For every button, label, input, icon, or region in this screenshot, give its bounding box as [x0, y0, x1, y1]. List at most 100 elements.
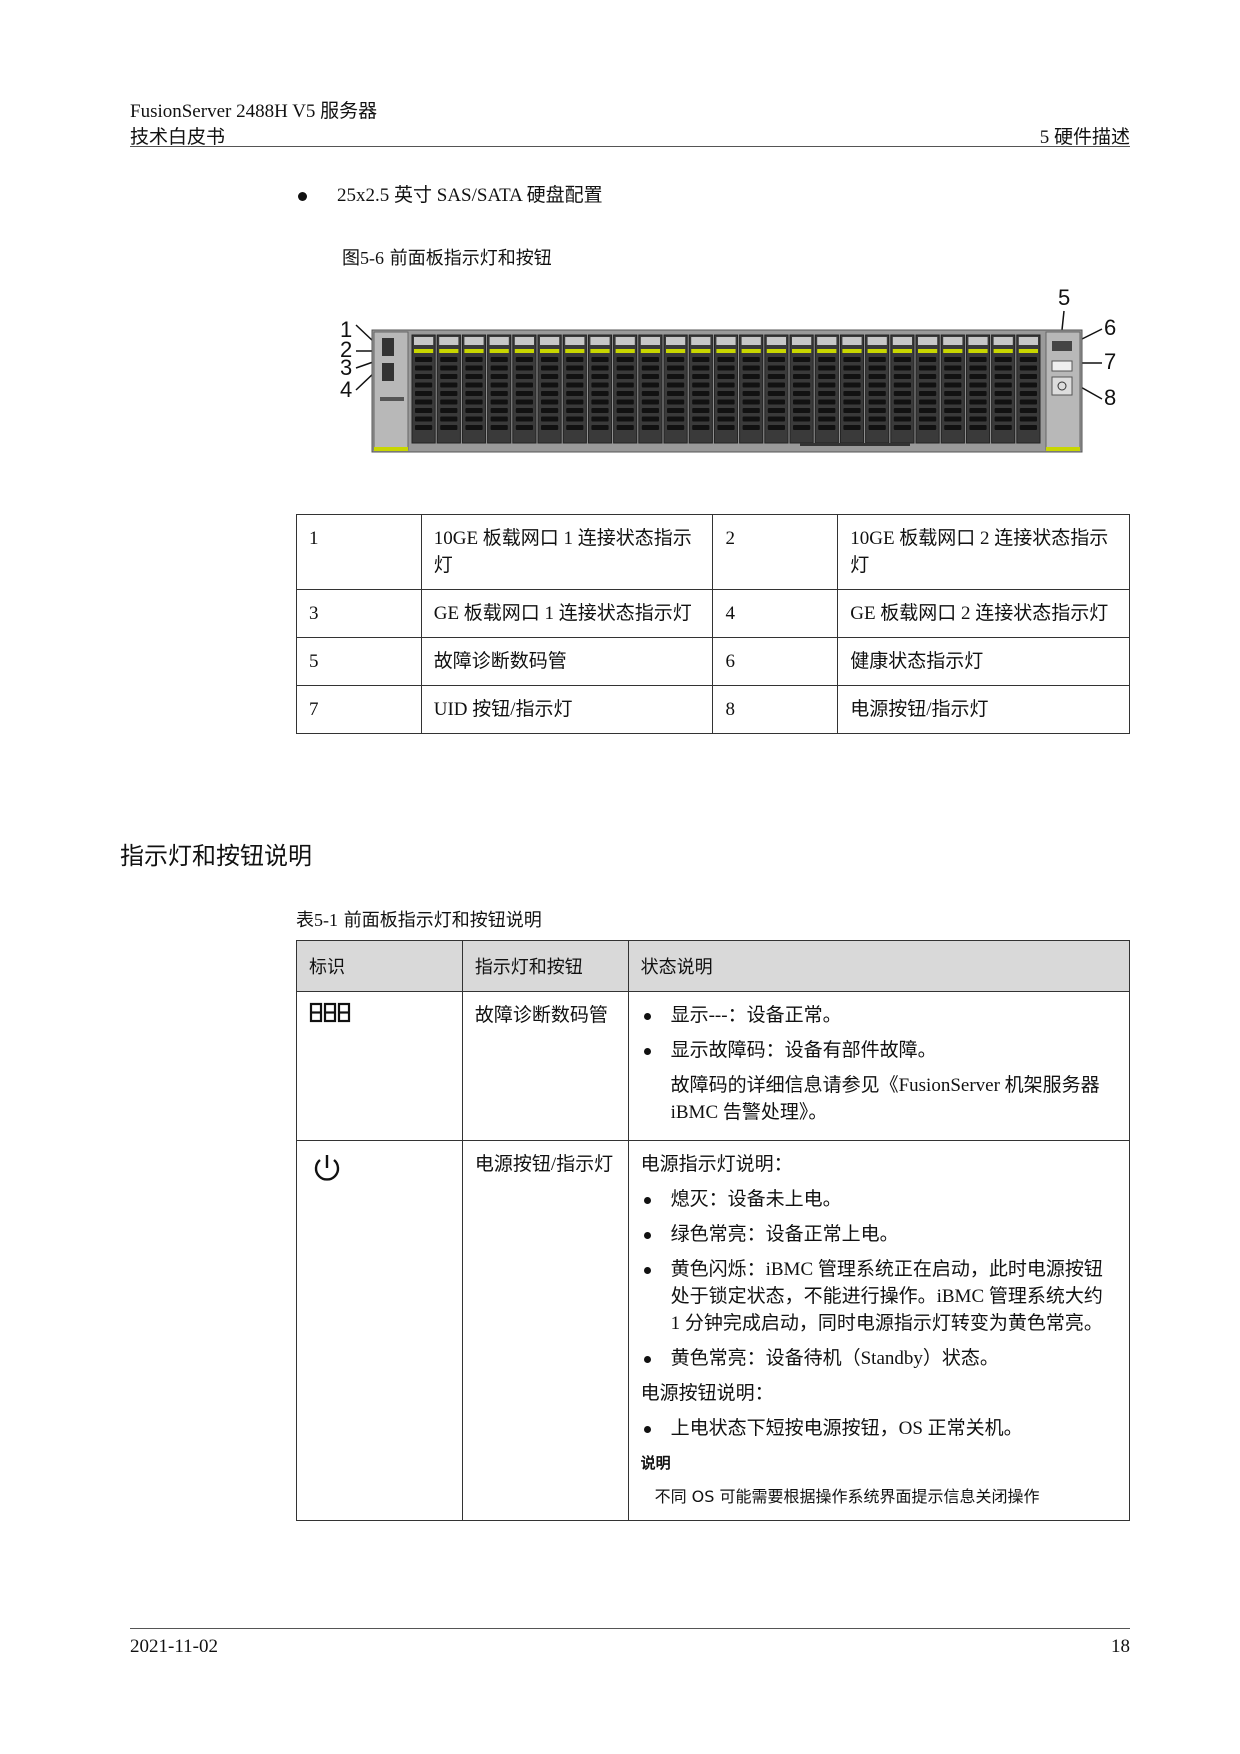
drive-bay — [436, 334, 461, 444]
diagnostic-display — [1052, 341, 1072, 351]
table-title: 前面板指示灯和按钮说明 — [338, 910, 542, 931]
section-title: 指示灯和按钮说明 — [120, 842, 312, 870]
col-header-indicator: 指示灯和按钮 — [461, 940, 629, 992]
drive-bay — [940, 334, 965, 444]
drive-bay — [739, 334, 764, 444]
table-caption: 表5-1 前面板指示灯和按钮说明 — [296, 906, 542, 932]
table-row: 电源按钮/指示灯 电源指示灯说明： 熄灭：设备未上电。 绿色常亮：设备正常上电。… — [296, 1140, 1131, 1521]
status-detail: 故障码的详细信息请参见《FusionServer 机架服务器 iBMC 告警处理… — [670, 1075, 1100, 1123]
drive-bay — [965, 334, 991, 444]
status-bullet: 显示---：设备正常。 — [641, 1002, 1117, 1029]
indicator-name: 电源按钮/指示灯 — [461, 1140, 629, 1521]
status-cell: 显示---：设备正常。 显示故障码：设备有部件故障。 故障码的详细信息请参见《F… — [627, 991, 1131, 1141]
note-label: 说明 — [640, 1454, 671, 1472]
legend-number: 8 — [712, 685, 839, 734]
callout-2: 2 — [340, 337, 352, 362]
callout-5: 5 — [1058, 285, 1070, 310]
status-bullet: 黄色闪烁：iBMC 管理系统正在启动，此时电源按钮处于锁定状态，不能进行操作。i… — [641, 1256, 1117, 1337]
legend-description: GE 板载网口 1 连接状态指示灯 — [420, 589, 714, 638]
uid-button — [1051, 360, 1073, 372]
callout-line-1 — [355, 324, 375, 343]
legend-number: 6 — [712, 637, 839, 686]
drive-bay — [537, 334, 562, 444]
indicator-name: 故障诊断数码管 — [461, 991, 629, 1141]
drive-bay — [613, 334, 638, 444]
callout-7: 7 — [1104, 349, 1116, 374]
status-bullet: 黄色常亮：设备待机（Standby）状态。 — [641, 1345, 1117, 1372]
usb-port-1 — [382, 338, 394, 356]
power-button — [1051, 376, 1073, 396]
footer-date: 2021-11-02 — [130, 1636, 218, 1657]
usb-port-2 — [382, 363, 394, 381]
drive-bays — [411, 334, 1041, 444]
legend-description: GE 板载网口 2 连接状态指示灯 — [837, 589, 1130, 638]
legend-description: UID 按钮/指示灯 — [420, 685, 714, 734]
drive-bay — [915, 334, 940, 444]
drive-bay — [991, 334, 1016, 444]
status-bullet: 显示故障码：设备有部件故障。 — [641, 1037, 1117, 1064]
callout-6: 6 — [1104, 315, 1116, 340]
drive-bay — [512, 334, 537, 444]
pull-tab — [800, 443, 910, 446]
drive-bay — [562, 334, 587, 444]
drive-bay — [865, 334, 890, 444]
status-lead: 电源按钮说明： — [640, 1383, 774, 1404]
legend-number: 2 — [712, 514, 839, 590]
power-button-icon — [1057, 381, 1067, 391]
drive-bay — [587, 334, 613, 444]
status-cell: 电源指示灯说明： 熄灭：设备未上电。 绿色常亮：设备正常上电。 黄色闪烁：iBM… — [627, 1140, 1131, 1521]
callout-8: 8 — [1104, 385, 1116, 410]
config-bullet-text: 25x2.5 英寸 SAS/SATA 硬盘配置 — [337, 185, 603, 206]
footer-divider — [130, 1628, 1130, 1629]
legend-number: 7 — [296, 685, 422, 734]
drive-bay — [764, 334, 789, 444]
drive-bay — [713, 334, 739, 444]
legend-description: 10GE 板载网口 1 连接状态指示灯 — [420, 514, 714, 590]
table-row: 故障诊断数码管 显示---：设备正常。 显示故障码：设备有部件故障。 故障码的详… — [296, 991, 1131, 1141]
indicator-description-table: 标识 指示灯和按钮 状态说明 故障诊断数码管 显示---：设备正常。 显示故障码… — [296, 940, 1131, 1521]
callout-1: 1 — [340, 317, 352, 342]
drive-bay — [638, 334, 663, 444]
drive-bay — [789, 334, 814, 444]
note-text: 不同 OS 可能需要根据操作系统界面提示信息关闭操作 — [654, 1487, 1040, 1506]
legend-description: 电源按钮/指示灯 — [837, 685, 1130, 734]
seven-segment-display-icon — [309, 1002, 351, 1023]
footer-page-number: 18 — [1111, 1636, 1130, 1657]
status-bullet: 绿色常亮：设备正常上电。 — [641, 1221, 1117, 1248]
power-icon — [314, 1155, 340, 1181]
table-number: 表5-1 — [296, 910, 338, 930]
drive-bay — [663, 334, 688, 444]
legend-description: 健康状态指示灯 — [837, 637, 1130, 686]
col-header-identifier: 标识 — [296, 940, 463, 992]
drive-bay — [688, 334, 713, 444]
figure-title: 前面板指示灯和按钮 — [384, 248, 552, 269]
identifier-cell — [296, 991, 463, 1141]
callout-3: 3 — [340, 355, 352, 380]
col-header-status: 状态说明 — [627, 940, 1131, 992]
status-bullet: 熄灭：设备未上电。 — [641, 1186, 1117, 1213]
header-divider — [130, 146, 1130, 147]
identifier-cell — [296, 1140, 463, 1521]
header-doc-type: 技术白皮书 — [130, 127, 226, 148]
drive-bay — [890, 334, 915, 444]
callout-4: 4 — [340, 377, 352, 402]
legend-number: 5 — [296, 637, 422, 686]
legend-description: 故障诊断数码管 — [420, 637, 714, 686]
left-ear-accent — [374, 447, 408, 451]
legend-number: 1 — [296, 514, 422, 590]
server-front-panel-figure: 1 2 3 4 5 6 7 8 — [340, 285, 1116, 453]
legend-number: 4 — [712, 589, 839, 638]
drive-bay — [1016, 334, 1041, 444]
status-lead: 电源指示灯说明： — [640, 1154, 793, 1175]
drive-bay — [461, 334, 487, 444]
ear-label — [380, 397, 404, 401]
bullet-dot — [298, 192, 307, 202]
header-product: FusionServer 2488H V5 服务器 — [130, 101, 378, 122]
drive-bay — [487, 334, 512, 444]
legend-number: 3 — [296, 589, 422, 638]
drive-bay — [839, 334, 865, 444]
